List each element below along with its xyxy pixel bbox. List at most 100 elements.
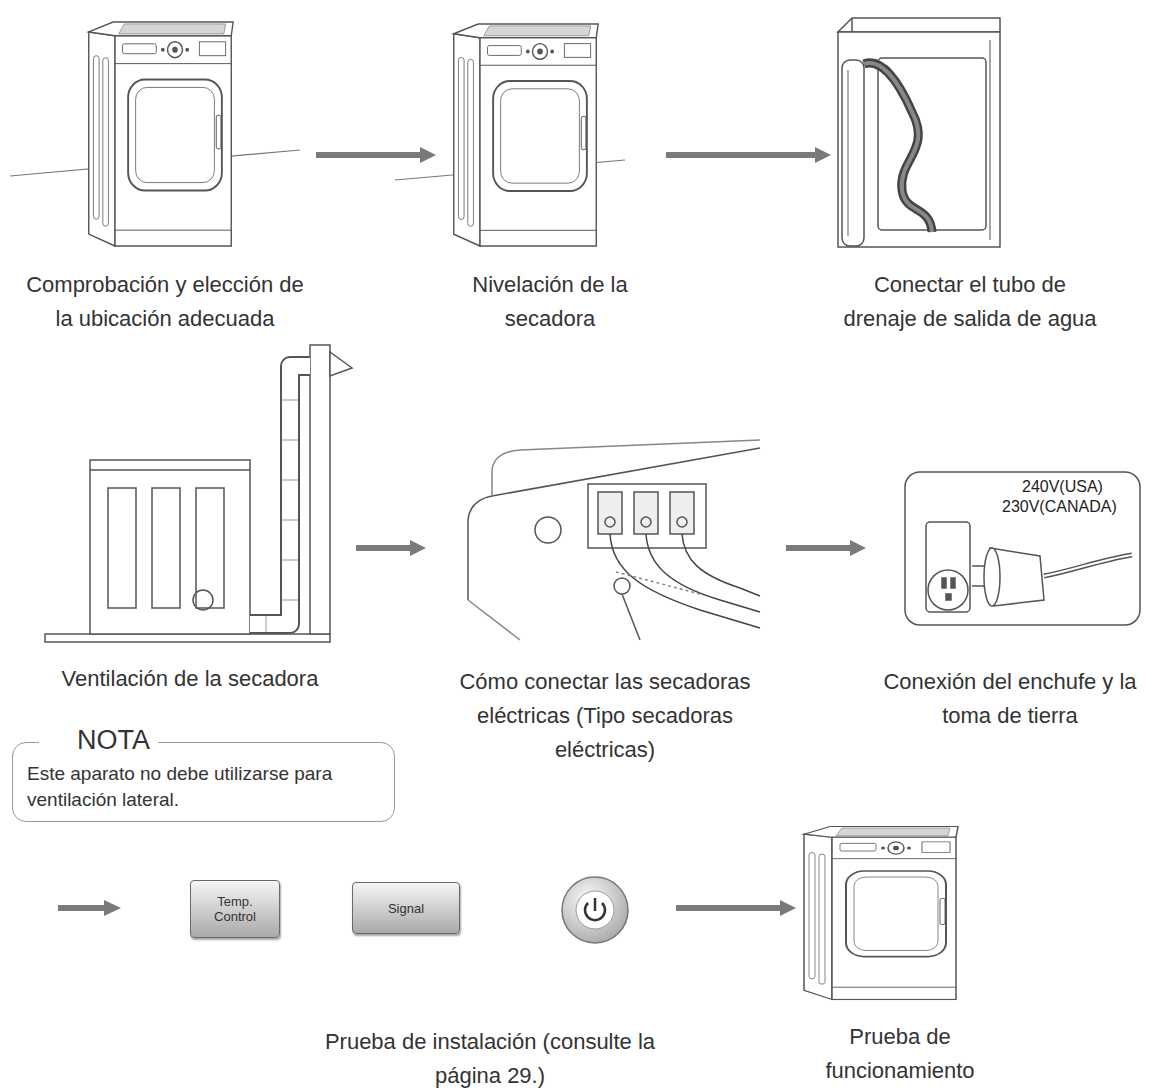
terminal-block-figure-part [677, 517, 687, 527]
flow-arrow [676, 905, 782, 911]
vent-figure [45, 345, 352, 642]
note-text: Este aparato no debe utilizarse para ven… [27, 761, 384, 813]
terminal-block-figure-part [641, 517, 651, 527]
vent-figure-part-part [282, 560, 298, 561]
drain-hose-figure-part [838, 32, 1000, 247]
flow-arrow [356, 545, 412, 551]
plug-figure [905, 472, 1140, 625]
step-caption: Comprobación y elección de la ubicación … [20, 268, 310, 336]
drain-hose-figure-part [842, 60, 864, 246]
step-box: Cómo conectar las secadoras eléctricas (… [430, 375, 780, 770]
step-box: Comprobación y elección de la ubicación … [20, 15, 310, 372]
drain-hose-figure-part [864, 63, 932, 232]
flow-arrow [316, 152, 422, 158]
terminal-block-figure-part [622, 594, 640, 640]
power-button-part [576, 891, 614, 929]
plug-figure-part [942, 578, 946, 588]
step-caption: Nivelación de la secadora [440, 268, 660, 336]
step-caption: Ventilación de la secadora [30, 662, 350, 696]
step-box: Prueba de funcionamiento [800, 820, 1000, 1090]
vent-figure-part [152, 488, 180, 608]
dryer-front-figure-part [89, 22, 233, 246]
flow-arrow-part [104, 900, 121, 916]
dryer-front-figure [10, 22, 300, 246]
vent-figure-part [90, 460, 250, 634]
vent-figure-part-part [282, 520, 298, 521]
terminal-block-figure-part [468, 448, 760, 600]
vent-figure-part-part [282, 440, 298, 441]
step-caption: Conectar el tubo de drenaje de salida de… [835, 268, 1105, 336]
terminal-block-figure-part [598, 492, 622, 534]
power-button [562, 877, 628, 943]
terminal-block-figure-part [605, 517, 615, 527]
drain-hose-figure-part [851, 18, 853, 32]
plug-figure-part [1044, 555, 1132, 576]
terminal-block-figure-part [610, 534, 760, 628]
vent-figure-part [250, 366, 310, 624]
dryer-level-figure-part [454, 24, 598, 246]
terminal-block-figure-part [634, 492, 658, 534]
terminal-block-figure-part [670, 492, 694, 534]
button-label: Temp. Control [197, 894, 273, 924]
terminal-block-figure-part [646, 534, 760, 612]
vent-figure-part-part [266, 616, 267, 632]
terminal-block-figure [468, 440, 760, 640]
power-button-part [562, 877, 628, 943]
vent-figure-part [250, 366, 310, 624]
vent-figure-part-part [282, 600, 298, 601]
step-caption: Cómo conectar las secadoras eléctricas (… [430, 665, 780, 767]
plug-figure-part [972, 585, 984, 587]
dryer-test-figure-part [804, 827, 958, 1000]
panel-button: Temp. Control [190, 880, 280, 938]
drain-hose-figure [838, 18, 1000, 247]
step-box: Ventilación de la secadora [30, 375, 350, 703]
drain-hose-figure-part [989, 40, 991, 240]
terminal-block-figure-part [614, 578, 630, 594]
note-heading: NOTA [39, 724, 158, 756]
voltage-label: 240V(USA) [1022, 477, 1103, 496]
drain-hose-figure-part [847, 70, 849, 236]
voltage-label: 230V(CANADA) [1002, 497, 1117, 516]
flow-arrow [786, 545, 852, 551]
vent-figure-part [330, 352, 352, 376]
plug-figure-part [928, 570, 968, 610]
terminal-block-figure-part [468, 600, 520, 640]
vent-figure-part [108, 488, 136, 608]
step-box: Conexión del enchufe y la toma de tierra [870, 375, 1150, 770]
plug-figure-part [951, 578, 955, 588]
flow-arrow-part [58, 905, 106, 911]
step-caption: Prueba de funcionamiento [800, 1020, 1000, 1088]
power-button-part [594, 898, 597, 911]
flow-arrow [666, 152, 817, 158]
plug-figure-part [1044, 555, 1132, 576]
terminal-block-figure-part [682, 534, 760, 596]
step-caption: Prueba de instalación (consulte la págin… [310, 1025, 670, 1090]
step-caption: Conexión del enchufe y la toma de tierra [870, 665, 1150, 733]
vent-figure-part [45, 634, 330, 642]
step-box: Prueba de instalación (consulte la págin… [180, 855, 670, 1090]
vent-figure-part [193, 590, 213, 610]
panel-button: Signal [352, 882, 460, 934]
plug-figure-part [946, 594, 951, 600]
dryer-test-figure [804, 827, 958, 1000]
note-box: NOTAEste aparato no debe utilizarse para… [12, 742, 395, 822]
vent-figure-part [266, 400, 298, 632]
drain-hose-figure-part [838, 18, 1000, 32]
vent-figure-part [90, 469, 250, 471]
terminal-block-figure-part [535, 517, 561, 543]
plug-figure-part [984, 548, 1000, 606]
dryer-level-figure [395, 24, 625, 246]
plug-figure-part [905, 472, 1140, 625]
step-box: Conectar el tubo de drenaje de salida de… [835, 15, 1105, 372]
drain-hose-figure-part [864, 63, 932, 232]
step-box: Nivelación de la secadora [440, 15, 660, 372]
button-label: Signal [388, 901, 424, 916]
plug-figure-part [972, 565, 984, 567]
flow-arrow [58, 900, 121, 916]
vent-figure-part-part [282, 480, 298, 481]
plug-figure-part [926, 522, 970, 612]
vent-figure-part-part [282, 400, 298, 401]
